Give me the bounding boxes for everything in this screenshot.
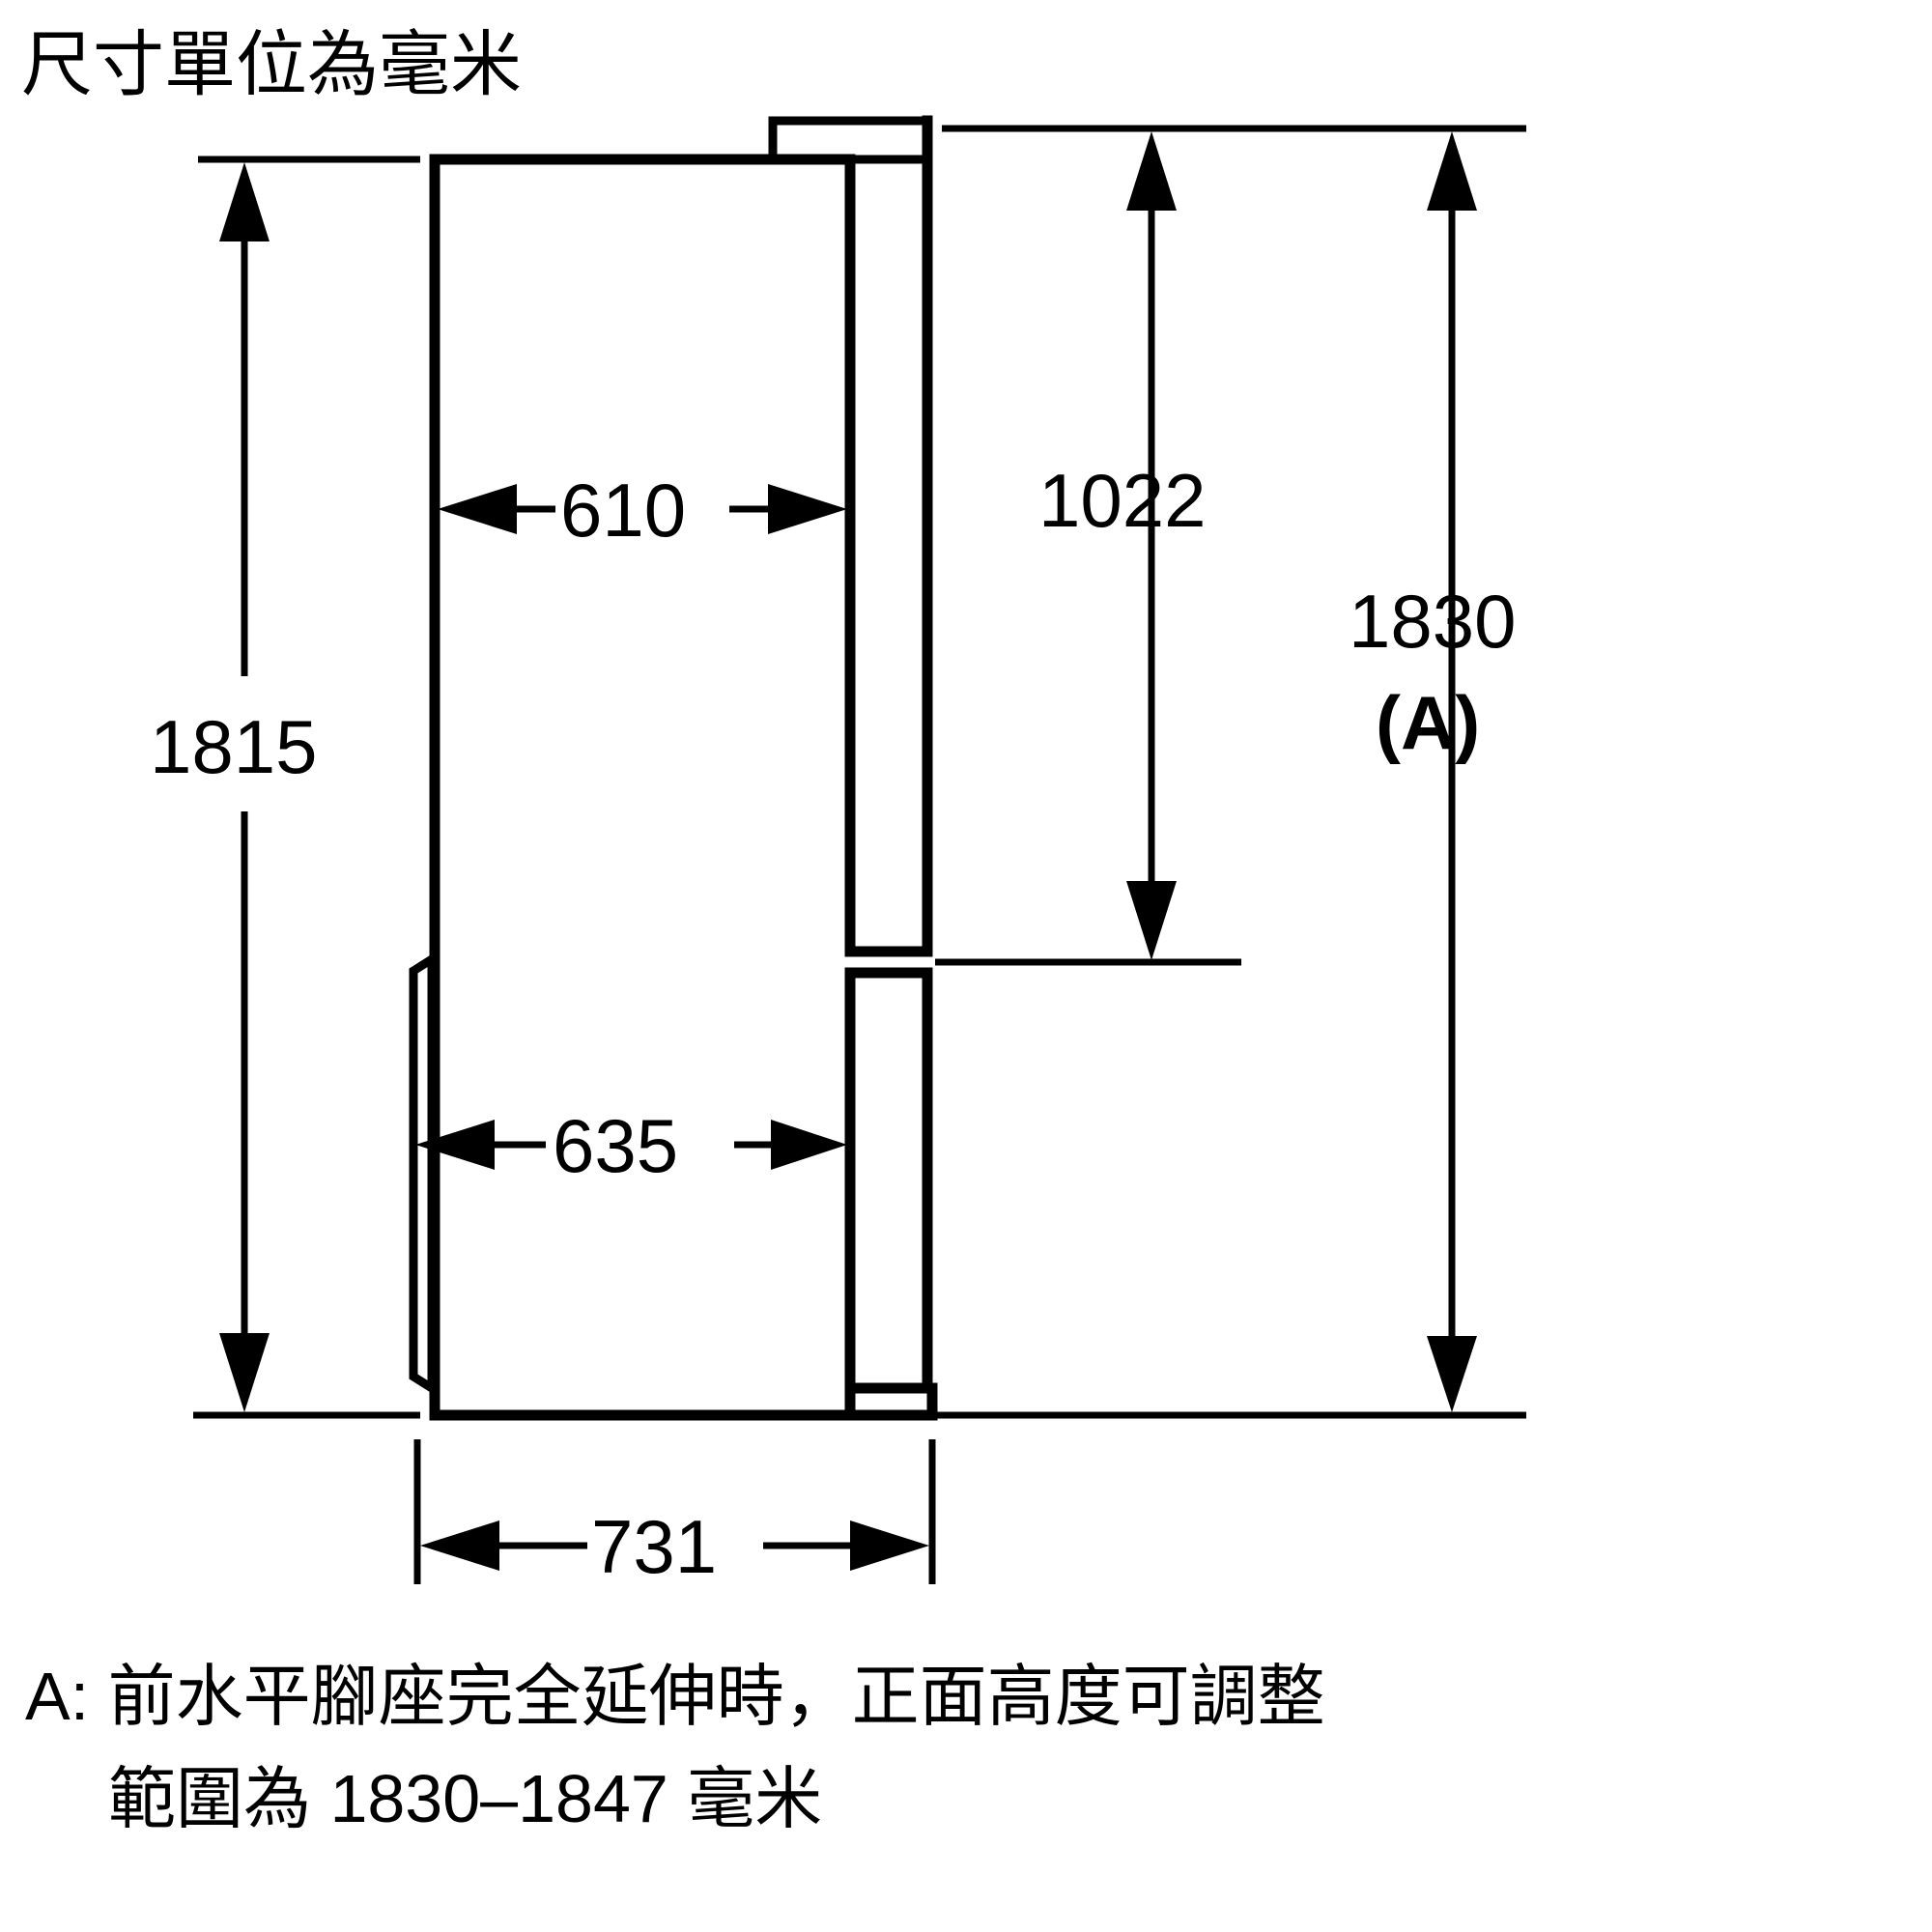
dim-label-635: 635 [553, 1103, 678, 1188]
page-title: 尺寸單位為毫米 [21, 24, 522, 104]
dim-label-1830: 1830 [1349, 579, 1517, 664]
door-handle [409, 951, 437, 1397]
extension-lines-group [193, 125, 1526, 1584]
arrow-head-1830-up [1427, 131, 1477, 211]
dimension-1022: 1022 [1038, 131, 1207, 960]
arrow-head-1815-down [219, 1333, 270, 1412]
arrow-head-731-right [850, 1520, 929, 1571]
arrow-head-1830-down [1427, 1336, 1477, 1412]
lower-door-panel [844, 967, 933, 1394]
dim-label-1830-note-ref: (A) [1376, 680, 1480, 765]
dim-label-1815: 1815 [150, 704, 318, 789]
arrow-head-610-left [438, 484, 517, 534]
arrow-head-1022-down [1126, 881, 1177, 960]
arrow-head-1022-up [1126, 131, 1177, 211]
dimension-610: 610 [438, 468, 847, 553]
dimension-1830: 1830 (A) [1349, 131, 1517, 1412]
note-line-1: A: 前水平腳座完全延伸時，正面高度可調整 [25, 1659, 1325, 1734]
arrow-head-1815-up [219, 162, 270, 242]
appliance-outline-group [409, 115, 938, 1421]
dimension-1815: 1815 [150, 162, 318, 1412]
arrow-head-731-left [420, 1520, 499, 1571]
note-line-2: 範圍為 1830–1847 毫米 [108, 1761, 822, 1836]
dim-label-731: 731 [591, 1504, 717, 1589]
dim-label-610: 610 [560, 468, 686, 553]
cabinet-body-outline [429, 154, 938, 1421]
arrow-head-610-right [768, 484, 847, 534]
dim-label-1022: 1022 [1038, 458, 1207, 543]
arrow-head-635-left [415, 1120, 495, 1170]
upper-door-panel [844, 115, 933, 957]
dimension-635: 635 [415, 1103, 847, 1188]
notes-group: A: 前水平腳座完全延伸時，正面高度可調整 範圍為 1830–1847 毫米 [25, 1659, 1325, 1836]
dimension-731: 731 [420, 1504, 929, 1589]
top-hinge-box [768, 116, 932, 164]
arrow-head-635-right [771, 1120, 847, 1170]
